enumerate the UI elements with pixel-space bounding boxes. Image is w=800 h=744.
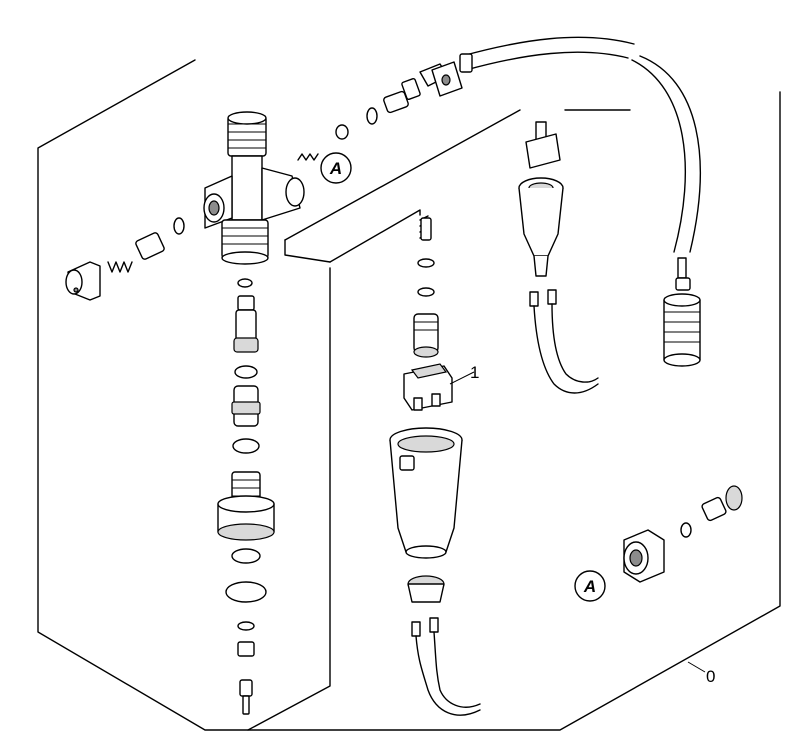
callout-a-label: A [329,159,342,178]
callout-a-upper: A [320,152,352,184]
t-fitting [203,111,305,265]
suction-filter [663,257,701,367]
callout-a-lower-label: A [583,577,596,596]
item-1-label: 1 [470,363,479,382]
switch-stack [413,215,439,358]
right-fitting-parts [297,61,463,161]
left-vertical-stack [217,278,275,715]
frame-lines [37,59,781,731]
item-0-marker: 0 [687,661,715,686]
switch-item-1: 1 [403,363,479,411]
callout-a-lower: A [574,570,606,602]
sensor-top [518,121,599,394]
left-plug-group [65,217,185,301]
item-0-label: 0 [706,667,715,686]
hose [459,36,701,253]
lower-right-parts [623,485,743,583]
switch-housing [389,427,481,716]
